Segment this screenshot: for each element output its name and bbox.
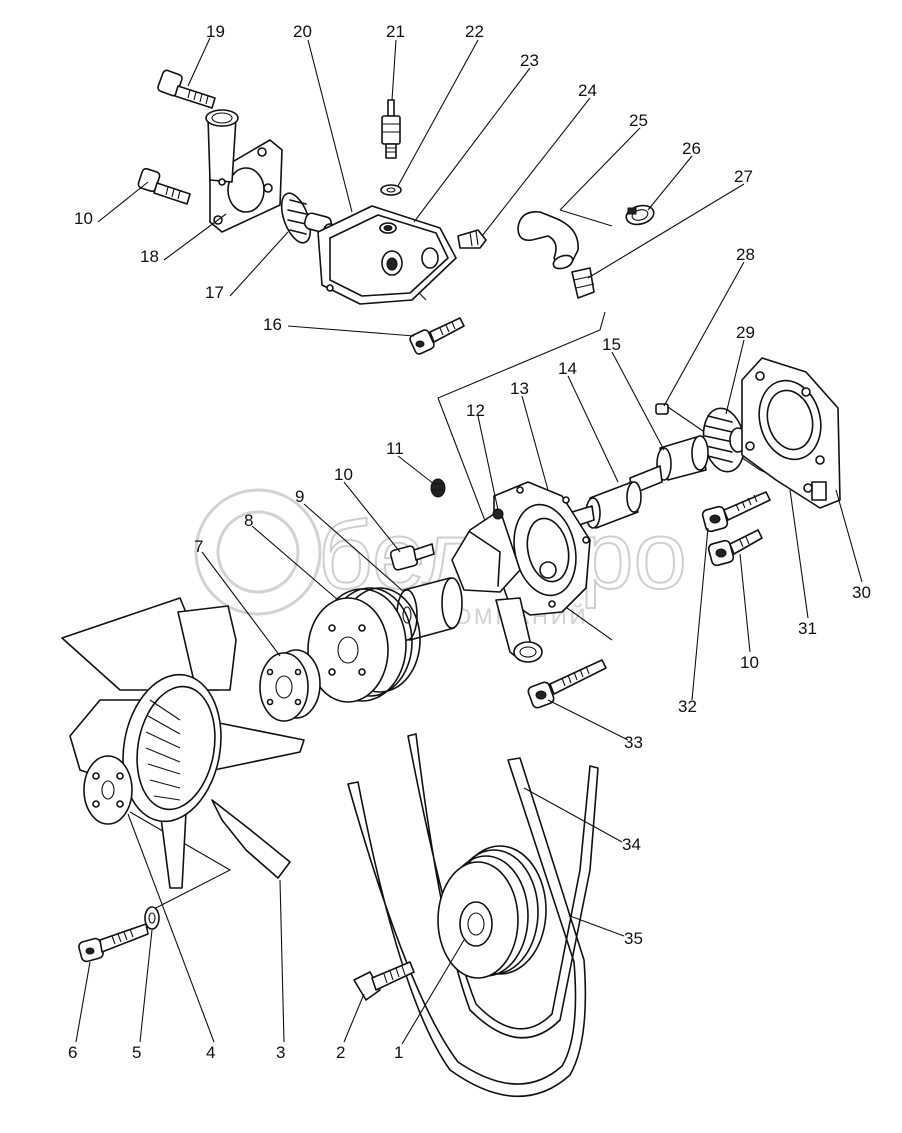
callout-18: 18 [140,247,159,266]
callout-29: 29 [736,323,755,342]
part-13-pump-housing [451,481,591,663]
part-35-belt [347,757,587,1098]
callout-9: 9 [295,487,304,506]
callout-16: 16 [263,315,282,334]
callout-10-right: 10 [740,653,759,672]
callout-3: 3 [276,1043,285,1062]
part-7-spacer [259,649,321,722]
callout-2: 2 [336,1043,345,1062]
callout-4: 4 [206,1043,215,1062]
part-24-fitting [457,229,487,249]
callout-1: 1 [394,1043,403,1062]
callout-27: 27 [734,167,753,186]
callout-32: 32 [678,697,697,716]
part-6-bolt [78,923,149,963]
part-27-fitting [571,267,595,299]
callout-15: 15 [602,335,621,354]
callout-12: 12 [466,401,485,420]
part-16-bolt [409,317,465,355]
part-19-bolt [157,69,216,109]
callout-13: 13 [510,379,529,398]
part-14-15-shaft-bearing [571,435,709,529]
callout-21: 21 [386,22,405,41]
watermark-logo [194,488,322,616]
callout-28: 28 [736,245,755,264]
callout-5: 5 [132,1043,141,1062]
part-10-bolt-right [707,529,763,567]
callout-19: 19 [206,22,225,41]
part-10-bolt-top [137,167,191,205]
callout-26: 26 [682,139,701,158]
part-25-hose [517,211,579,270]
callout-31: 31 [798,619,817,638]
part-22-washer [380,184,402,196]
part-5-washer [144,906,160,930]
part-21-temperature-sensor [381,99,401,159]
callout-35: 35 [624,929,643,948]
callout-33: 33 [624,733,643,752]
callout-6: 6 [68,1043,77,1062]
callout-25: 25 [629,111,648,130]
callout-labels: 19 20 21 22 23 24 25 26 27 10 18 17 16 2… [68,22,871,1062]
callout-30: 30 [852,583,871,602]
part-10-bolt-middle [389,543,435,571]
part-4-fan-hub-ring [83,673,222,825]
callout-34: 34 [622,835,641,854]
callout-8: 8 [244,511,253,530]
callout-11: 11 [386,439,404,458]
part-20-thermostat-housing [317,205,457,305]
callout-22: 22 [465,22,484,41]
part-11-screw [430,478,446,498]
part-28-plug [655,403,669,415]
part-33-bolt [527,659,607,709]
part-2-crank-bolt [353,961,415,1001]
part-18-outlet-flange [205,109,283,233]
callout-23: 23 [520,51,539,70]
callout-10-mid: 10 [334,465,353,484]
part-30-pump-cover [741,357,841,509]
callout-10-top: 10 [74,209,93,228]
part-8-pulley [307,587,421,703]
callout-20: 20 [293,22,312,41]
part-26-hose-clamp [625,204,655,226]
part-1-crank-pulley [437,845,547,979]
callout-14: 14 [558,359,577,378]
callout-7: 7 [194,537,203,556]
leader-lines [75,37,863,1045]
part-32-bolt [701,491,771,533]
callout-24: 24 [578,81,597,100]
callout-17: 17 [205,283,224,302]
